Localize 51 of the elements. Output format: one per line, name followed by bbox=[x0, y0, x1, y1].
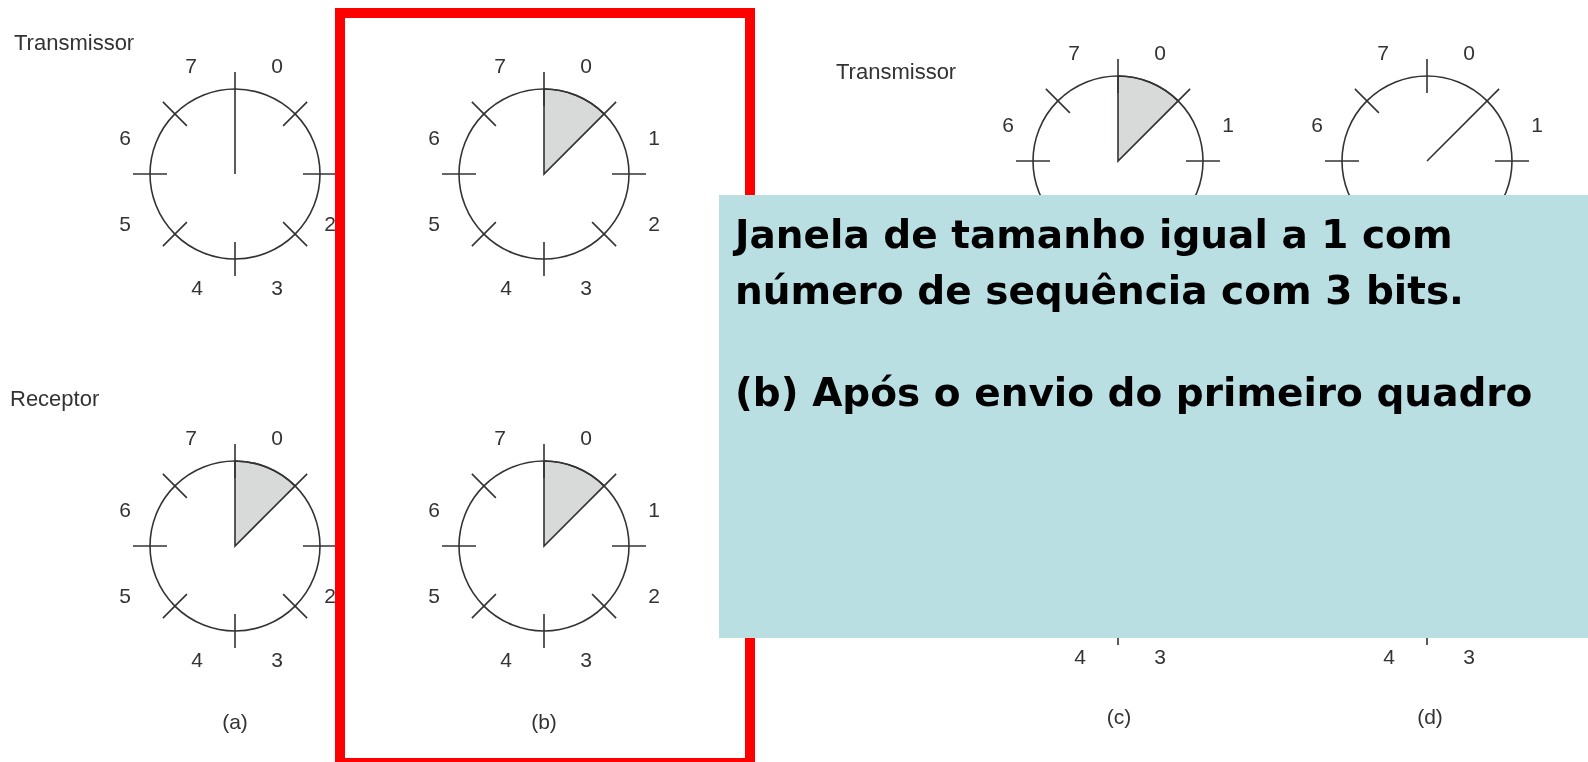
side-label: Receptor bbox=[10, 388, 100, 410]
sequence-number: 4 bbox=[1383, 645, 1395, 667]
sequence-number: 4 bbox=[500, 276, 512, 298]
sequence-number: 3 bbox=[271, 276, 283, 298]
sequence-number: 1 bbox=[1222, 113, 1234, 135]
sequence-number: 4 bbox=[1074, 645, 1086, 667]
figure-caption: (b) bbox=[531, 710, 557, 732]
figure-caption: (a) bbox=[222, 710, 248, 732]
figure-caption: (d) bbox=[1417, 705, 1443, 727]
sequence-number: 0 bbox=[580, 426, 592, 448]
sequence-number: 2 bbox=[648, 584, 660, 606]
side-label: Transmissor bbox=[836, 61, 957, 83]
sequence-number: 6 bbox=[428, 126, 440, 148]
sequence-number: 1 bbox=[648, 498, 660, 520]
sequence-number: 7 bbox=[494, 54, 506, 76]
sequence-number: 5 bbox=[119, 212, 131, 234]
sequence-number: 3 bbox=[271, 648, 283, 670]
sequence-number: 7 bbox=[494, 426, 506, 448]
sequence-number: 7 bbox=[185, 426, 197, 448]
sequence-number: 7 bbox=[1068, 41, 1080, 63]
sequence-number: 7 bbox=[1377, 41, 1389, 63]
sequence-number: 0 bbox=[271, 426, 283, 448]
sequence-number: 4 bbox=[191, 276, 203, 298]
sequence-number: 0 bbox=[271, 54, 283, 76]
sequence-number: 6 bbox=[1002, 113, 1014, 135]
sequence-number: 5 bbox=[428, 584, 440, 606]
sequence-number: 2 bbox=[324, 584, 336, 606]
sequence-number: 0 bbox=[1463, 41, 1475, 63]
sequence-number: 6 bbox=[428, 498, 440, 520]
sequence-number: 3 bbox=[1463, 645, 1475, 667]
sequence-number: 2 bbox=[648, 212, 660, 234]
callout-box bbox=[719, 195, 1588, 638]
sequence-number: 4 bbox=[500, 648, 512, 670]
side-label: Transmissor bbox=[14, 32, 135, 54]
sequence-number: 0 bbox=[580, 54, 592, 76]
sequence-number: 0 bbox=[1154, 41, 1166, 63]
sequence-number: 5 bbox=[119, 584, 131, 606]
sequence-number: 6 bbox=[119, 126, 131, 148]
sequence-number: 3 bbox=[1154, 645, 1166, 667]
sequence-number: 1 bbox=[1531, 113, 1543, 135]
sequence-number: 7 bbox=[185, 54, 197, 76]
sequence-number: 5 bbox=[428, 212, 440, 234]
sequence-number: 6 bbox=[119, 498, 131, 520]
sequence-number: 6 bbox=[1311, 113, 1323, 135]
figure-caption: (c) bbox=[1106, 705, 1132, 727]
sequence-number: 4 bbox=[191, 648, 203, 670]
sequence-number: 2 bbox=[324, 212, 336, 234]
sequence-number: 3 bbox=[580, 648, 592, 670]
sequence-number: 3 bbox=[580, 276, 592, 298]
callout-text: (b) Após o envio do primeiro quadro bbox=[735, 369, 1534, 417]
sequence-number: 1 bbox=[648, 126, 660, 148]
